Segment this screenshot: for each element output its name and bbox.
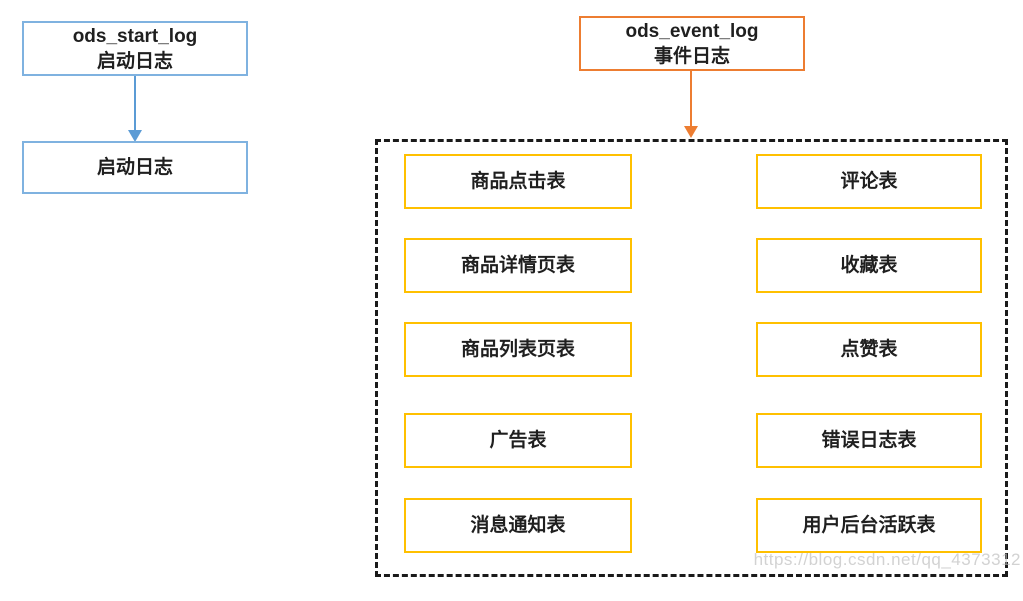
table-label: 收藏表 (840, 255, 898, 276)
table-label: 评论表 (840, 171, 898, 192)
ods-start-log-title: ods_start_log (72, 25, 198, 47)
ods-start-log-box: ods_start_log 启动日志 (22, 21, 248, 76)
start-log-target-box: 启动日志 (22, 141, 248, 194)
event-tables-group (375, 139, 1008, 577)
csdn-watermark: https://blog.csdn.net/qq_4373312 (753, 550, 1021, 569)
table-box-like: 点赞表 (756, 322, 982, 377)
table-box-comment: 评论表 (756, 154, 982, 209)
table-label: 商品详情页表 (460, 255, 575, 276)
event-log-arrowhead-icon (684, 126, 698, 138)
table-label: 用户后台活跃表 (802, 515, 936, 536)
event-log-arrow-line (690, 71, 692, 127)
start-log-arrow-line (134, 76, 136, 131)
table-label: 错误日志表 (821, 430, 917, 451)
ods-event-log-subtitle: 事件日志 (653, 45, 730, 67)
start-log-arrowhead-icon (128, 130, 142, 142)
table-box-product-click: 商品点击表 (404, 154, 632, 209)
table-box-product-list: 商品列表页表 (404, 322, 632, 377)
table-box-error-log: 错误日志表 (756, 413, 982, 468)
table-box-ad: 广告表 (404, 413, 632, 468)
ods-event-log-title: ods_event_log (625, 20, 759, 42)
table-box-favorite: 收藏表 (756, 238, 982, 293)
table-label: 商品列表页表 (460, 339, 575, 360)
table-box-product-detail: 商品详情页表 (404, 238, 632, 293)
start-log-target-label: 启动日志 (96, 157, 173, 178)
ods-event-log-box: ods_event_log 事件日志 (579, 16, 805, 71)
table-label: 广告表 (489, 430, 547, 451)
table-box-user-active: 用户后台活跃表 (756, 498, 982, 553)
ods-start-log-subtitle: 启动日志 (96, 50, 173, 72)
table-label: 消息通知表 (470, 515, 566, 536)
table-label: 商品点击表 (470, 171, 566, 192)
table-label: 点赞表 (840, 339, 898, 360)
table-box-notification: 消息通知表 (404, 498, 632, 553)
